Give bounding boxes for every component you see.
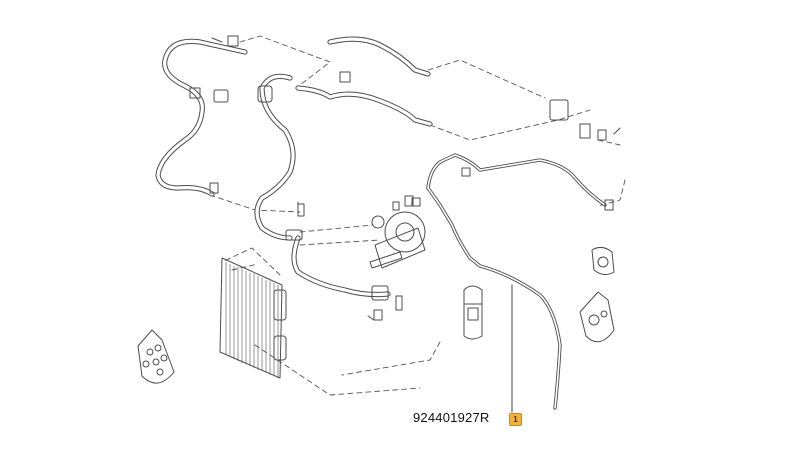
part-number-label: 924401927R xyxy=(413,410,490,425)
fittings xyxy=(189,35,614,321)
screw-icons xyxy=(211,37,621,321)
receiver-drier xyxy=(463,285,483,340)
hose-center xyxy=(254,36,433,241)
callout-marker[interactable]: 1 xyxy=(509,413,522,426)
sealing-plate-right xyxy=(579,291,615,343)
fastening-bracket xyxy=(591,246,615,276)
compressor xyxy=(369,195,426,269)
condenser xyxy=(219,257,287,379)
pipe-right-assembly xyxy=(426,153,607,410)
sealing-plate-left xyxy=(137,329,175,384)
